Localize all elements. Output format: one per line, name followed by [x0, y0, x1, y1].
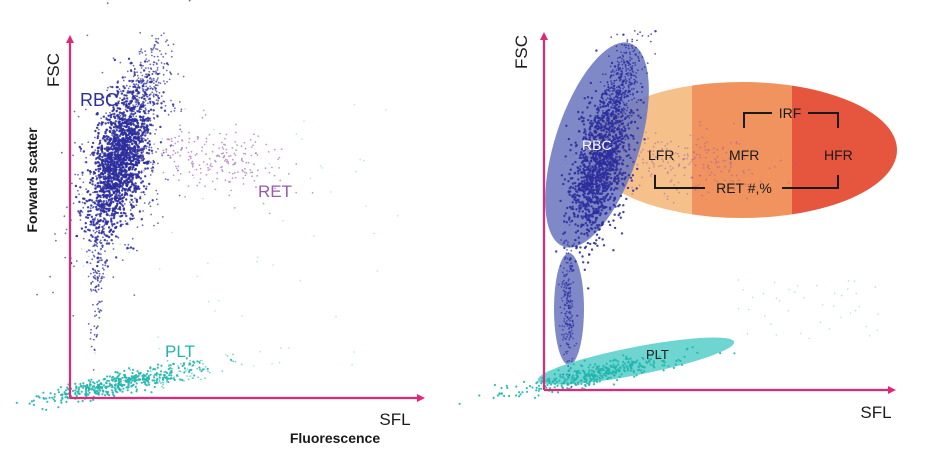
right-scattergram: FSC SFL RBC LFR MFR HFR IRF RET #,% PLT	[458, 30, 897, 422]
left-x-axis-title: Fluorescence	[290, 430, 380, 446]
right-rbc-label: RBC	[582, 137, 612, 153]
right-scatter-dots	[458, 30, 879, 405]
left-ret-label: RET	[258, 182, 292, 201]
plt-gate	[537, 337, 735, 385]
left-x-axis-label: SFL	[379, 410, 410, 429]
irf-bracket	[743, 112, 839, 128]
left-plt-label: PLT	[165, 342, 195, 361]
mfr-label: MFR	[729, 147, 759, 163]
lfr-label: LFR	[648, 147, 674, 163]
right-x-axis-label: SFL	[860, 403, 891, 422]
irf-label: IRF	[779, 105, 802, 121]
left-y-axis-label: FSC	[44, 53, 63, 87]
ret-bracket	[654, 175, 839, 189]
hfr-label: HFR	[824, 147, 853, 163]
left-rbc-label: RBC	[80, 90, 118, 110]
right-plt-label: PLT	[646, 347, 669, 362]
left-scatter-dots	[15, 0, 399, 411]
right-y-axis-label: FSC	[512, 35, 531, 69]
left-scattergram: Forward scatter FSC SFL Fluorescence RBC…	[15, 0, 425, 446]
ret-label: RET #,%	[716, 180, 772, 196]
left-y-axis-title: Forward scatter	[24, 127, 40, 233]
